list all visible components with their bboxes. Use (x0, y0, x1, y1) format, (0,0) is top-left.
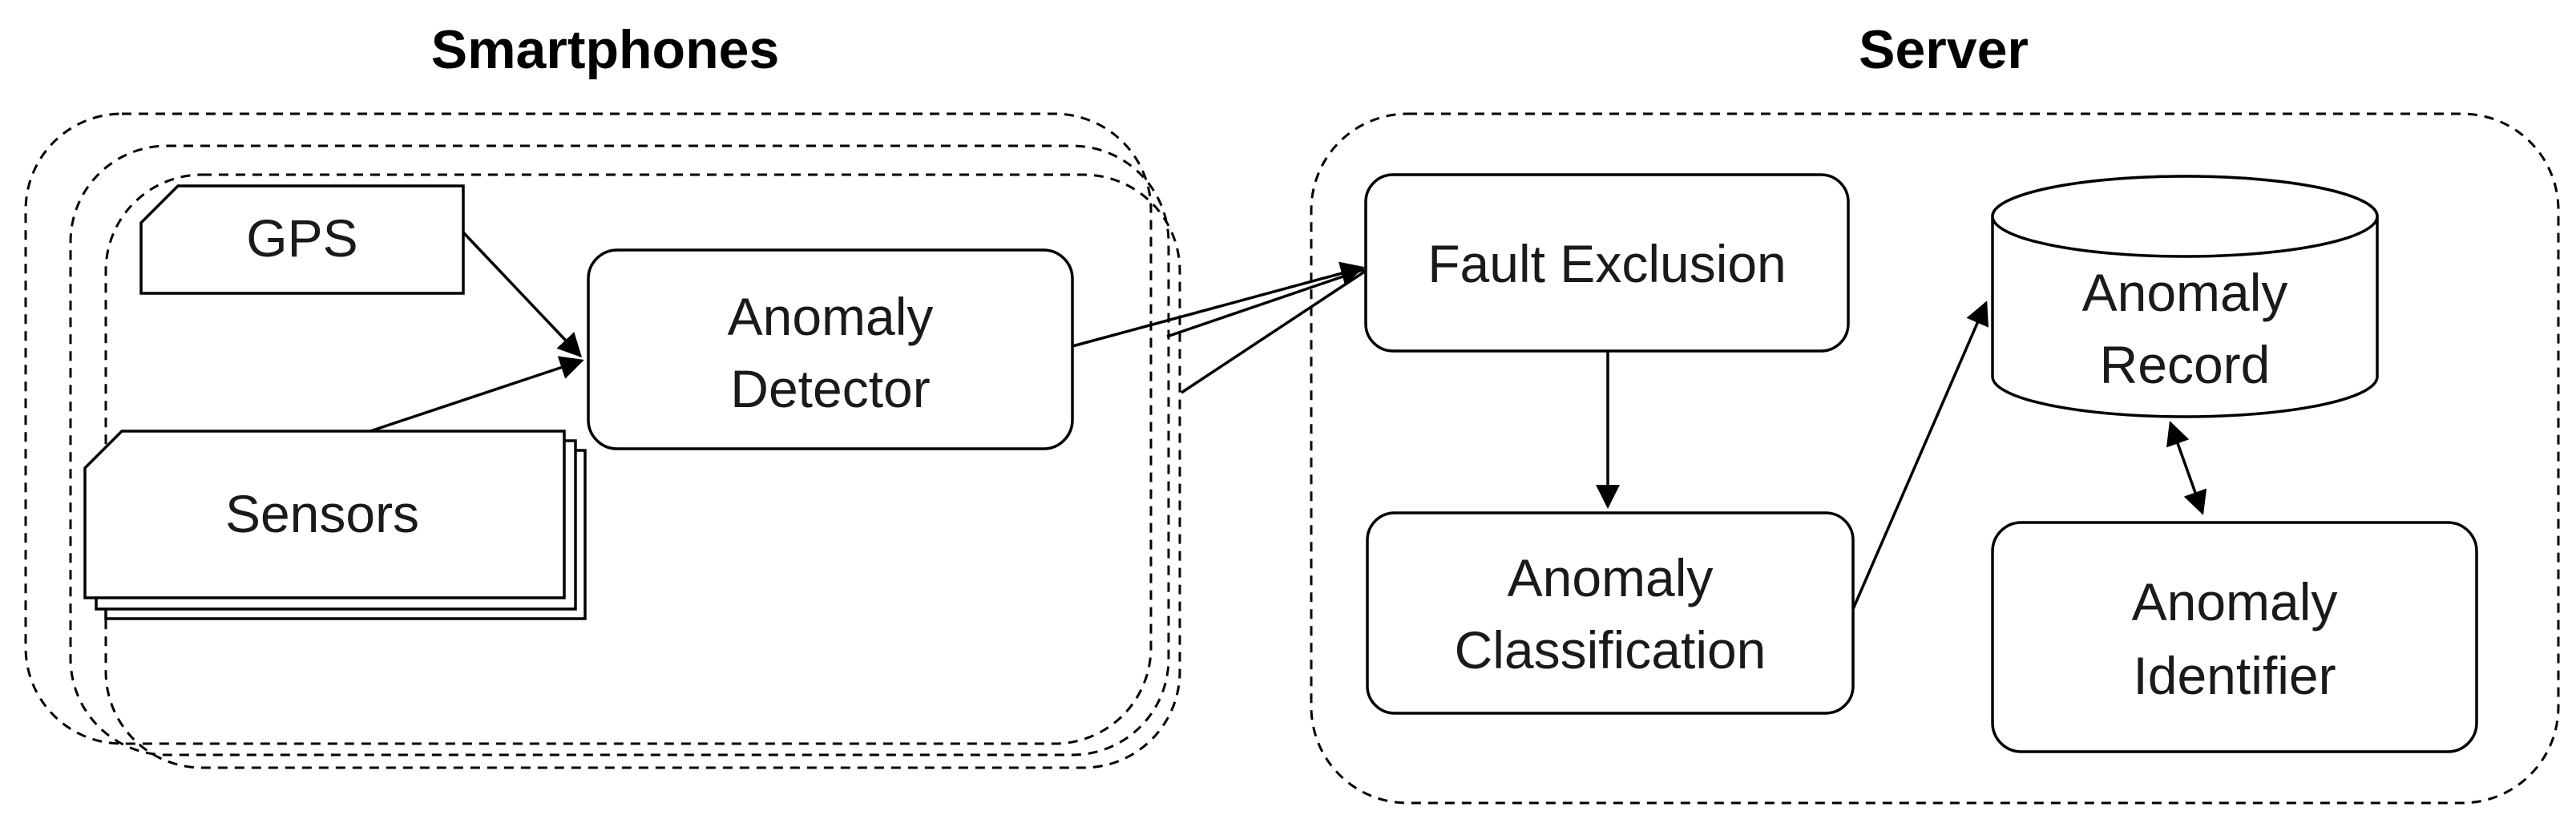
edge-record-identifier-bidirectional (2166, 421, 2207, 515)
anomaly-record-label-line2: Record (2100, 335, 2271, 394)
fault-exclusion-label: Fault Exclusion (1427, 234, 1787, 293)
server-group-container (1310, 112, 2560, 805)
anomaly-detector-label-line2: Detector (730, 359, 930, 418)
anomaly-classification-label-line1: Anomaly (1508, 548, 1714, 607)
edge-gps-to-detector (462, 231, 583, 358)
edge-detector-to-fault-exclusion (1072, 261, 1365, 348)
anomaly-detector-box (587, 248, 1074, 450)
edge-classification-to-record (1851, 301, 1989, 610)
gps-node: GPS (139, 184, 465, 295)
anomaly-record-node: Anomaly Record (1991, 175, 2379, 418)
sensors-node: Sensors (83, 430, 587, 620)
edge-phone-2-to-fault-exclusion (1166, 268, 1365, 338)
sensors-label: Sensors (225, 484, 419, 543)
gps-label: GPS (246, 208, 357, 268)
anomaly-identifier-node: Anomaly Identifier (1991, 521, 2478, 753)
anomaly-record-label-line1: Anomaly (2082, 263, 2288, 322)
anomaly-identifier-box (1991, 521, 2478, 753)
fault-exclusion-box (1364, 173, 1850, 353)
anomaly-record-cylinder-top (1991, 175, 2379, 258)
edges (369, 231, 2207, 610)
smartphones-group-title: Smartphones (431, 19, 780, 80)
smartphone-container-middle (69, 144, 1170, 756)
anomaly-detector-label-line1: Anomaly (728, 287, 934, 346)
fault-exclusion-node: Fault Exclusion (1364, 173, 1850, 353)
anomaly-classification-label-line2: Classification (1455, 620, 1766, 680)
sensors-card-front (83, 430, 566, 599)
anomaly-classification-box (1366, 511, 1855, 715)
edge-sensors-to-detector (369, 356, 584, 433)
edge-phone-3-to-fault-exclusion (1181, 269, 1367, 394)
gps-card-shape (139, 184, 465, 295)
anomaly-identifier-label-line1: Anomaly (2132, 572, 2338, 631)
anomaly-classification-node: Anomaly Classification (1366, 511, 1855, 715)
anomaly-identifier-label-line2: Identifier (2133, 646, 2336, 705)
anomaly-detector-node: Anomaly Detector (587, 248, 1074, 450)
smartphone-container-front (24, 112, 1153, 745)
server-group-title: Server (1859, 19, 2029, 80)
